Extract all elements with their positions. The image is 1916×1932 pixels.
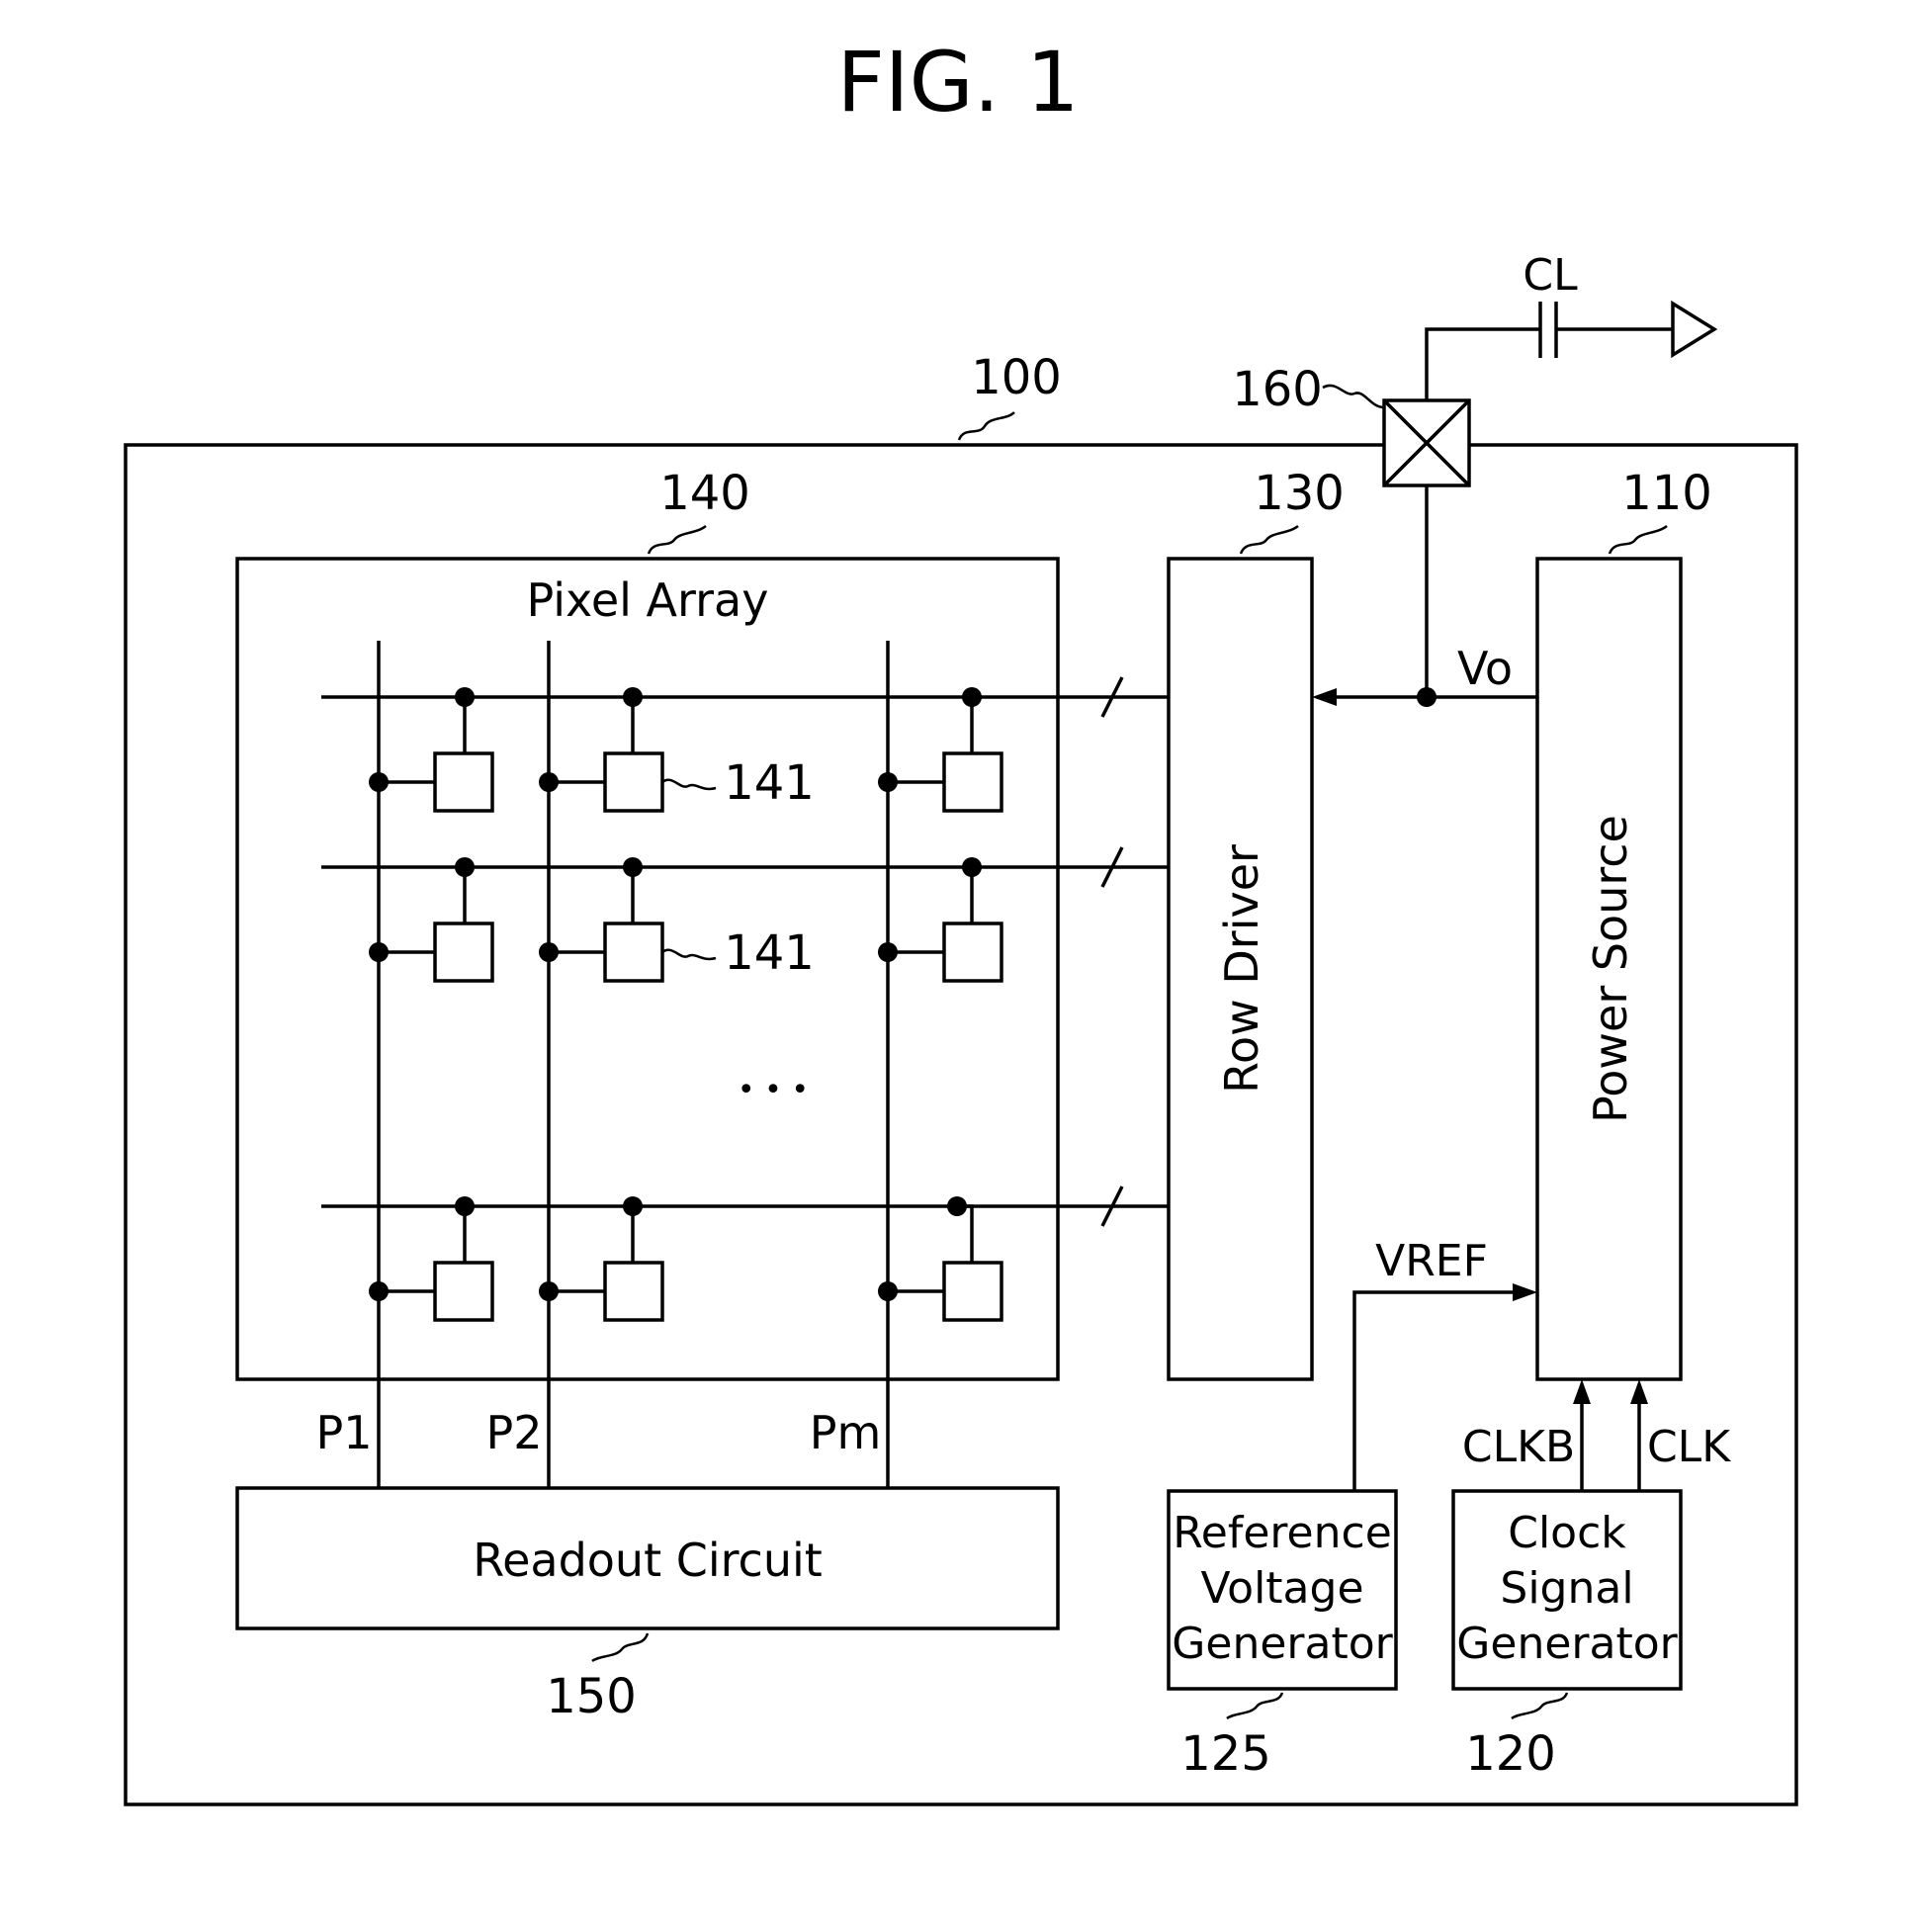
clk-label: CLK (1647, 1422, 1731, 1472)
device-ref: 100 (971, 350, 1062, 405)
pixel-array-label: Pixel Array (527, 573, 769, 627)
row-driver-label: Row Driver (1215, 844, 1268, 1094)
vref-label: VREF (1375, 1236, 1488, 1286)
pixel-array-ref: 140 (659, 466, 750, 521)
readout-ref: 150 (546, 1669, 637, 1724)
vo-label: Vo (1457, 642, 1513, 695)
power-source-ref: 110 (1621, 466, 1712, 521)
p2-label: P2 (485, 1406, 542, 1459)
pixel-cell (605, 1263, 662, 1320)
readout-circuit-label: Readout Circuit (473, 1534, 823, 1587)
clkb-label: CLKB (1462, 1422, 1575, 1472)
pixel-cell (435, 753, 492, 811)
pixel-b-ref: 141 (724, 925, 815, 981)
ellipsis: • • • (738, 1073, 809, 1107)
row-driver-ref: 130 (1254, 466, 1345, 521)
ref-voltage-gen-label-1: Reference (1173, 1508, 1392, 1558)
figure-title: FIG. 1 (836, 34, 1079, 131)
ref-voltage-gen-label-2: Voltage (1200, 1563, 1363, 1614)
vo-junction (1417, 687, 1437, 707)
pixel-cell (605, 923, 662, 981)
pixel-cell (944, 753, 1002, 811)
pixel-cell (605, 753, 662, 811)
pixel-cell (944, 923, 1002, 981)
ref-voltage-gen-ref: 125 (1180, 1726, 1271, 1782)
clock-gen-label-1: Clock (1508, 1508, 1626, 1558)
device-leader (959, 412, 1014, 440)
clock-gen-ref: 120 (1465, 1726, 1556, 1782)
pm-label: Pm (810, 1406, 882, 1459)
power-source-label: Power Source (1584, 815, 1637, 1123)
pixel-cell (435, 923, 492, 981)
pixel-cell (435, 1263, 492, 1320)
cl-label: CL (1523, 250, 1578, 301)
pad-to-cap-wire (1427, 329, 1540, 400)
ref-voltage-gen-label-3: Generator (1172, 1619, 1393, 1669)
pad-ref: 160 (1232, 362, 1323, 417)
clock-gen-label-3: Generator (1456, 1619, 1678, 1669)
output-arrow-icon (1673, 304, 1714, 355)
pixel-a-ref: 141 (724, 755, 815, 811)
clock-gen-label-2: Signal (1500, 1563, 1633, 1614)
pad-leader (1323, 386, 1384, 407)
p1-label: P1 (315, 1406, 372, 1459)
pixel-cell (944, 1263, 1002, 1320)
